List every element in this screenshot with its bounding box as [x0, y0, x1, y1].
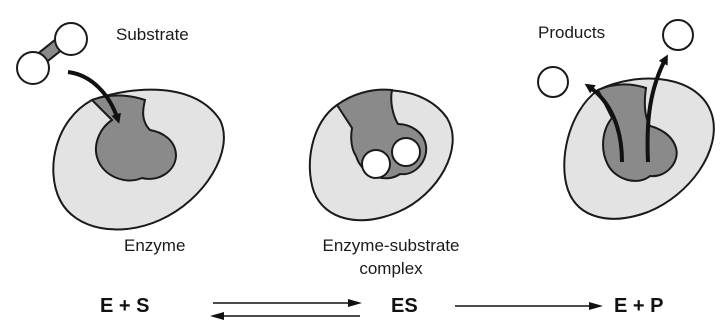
product-circle-2: [663, 20, 693, 50]
enzyme-right: [564, 79, 714, 219]
substrate-circle-2: [55, 23, 87, 55]
bound-substrate-circle-2: [392, 138, 420, 166]
equation-intermediate: ES: [391, 295, 418, 318]
bound-substrate-circle-1: [362, 150, 390, 178]
substrate-circle-1: [17, 52, 49, 84]
reverse-arrowhead: [210, 312, 224, 320]
complex-label-line2: complex: [359, 258, 422, 280]
equation-products: E + P: [614, 295, 663, 318]
forward-arrowhead-2: [589, 302, 603, 310]
equation-reactants: E + S: [100, 295, 149, 318]
enzyme-middle: [310, 90, 453, 221]
enzyme-left: [53, 90, 224, 230]
substrate-label: Substrate: [116, 25, 189, 45]
product-circle-1: [538, 67, 568, 97]
complex-label-line1: Enzyme-substrate: [323, 235, 460, 257]
forward-arrowhead-1: [348, 299, 362, 307]
enzyme-label: Enzyme: [124, 236, 185, 256]
products-label: Products: [538, 23, 605, 43]
